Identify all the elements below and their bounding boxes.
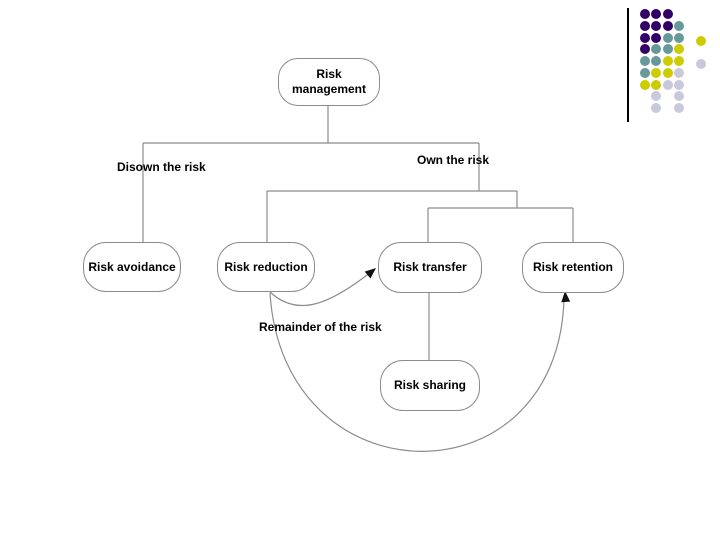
decor-dot (651, 44, 661, 54)
node-risk-management-label-line1: Risk (316, 67, 342, 81)
decor-dot (696, 36, 706, 46)
node-risk-sharing-label: Risk sharing (393, 378, 467, 392)
decor-dot (696, 59, 706, 69)
decor-dot (663, 56, 673, 66)
decor-dot (640, 9, 650, 19)
decor-dot (651, 103, 661, 113)
annotation-own-the-risk: Own the risk (417, 153, 490, 167)
decor-dot (651, 21, 661, 31)
decor-dot (663, 44, 673, 54)
decor-dot (640, 56, 650, 66)
decor-dot (674, 91, 684, 101)
node-risk-management-label-line2: management (291, 82, 367, 96)
decor-dot (640, 44, 650, 54)
decor-dot (640, 68, 650, 78)
decor-dot (663, 33, 673, 43)
node-risk-sharing: Risk sharing (380, 360, 480, 411)
decor-dot (640, 80, 650, 90)
node-risk-avoidance-label: Risk avoidance (88, 259, 176, 274)
node-risk-retention-label: Risk retention (532, 260, 613, 274)
decor-vertical-line (627, 8, 629, 122)
decor-dot (651, 33, 661, 43)
annotation-disown-the-risk: Disown the risk (117, 160, 206, 174)
node-risk-retention: Risk retention (522, 242, 624, 293)
retention-arc-curve (269, 292, 565, 452)
tree-connector-lines (142, 104, 574, 360)
annotation-remainder-of-the-risk: Remainder of the risk (259, 320, 382, 334)
decor-dot (651, 9, 661, 19)
decor-dot (663, 9, 673, 19)
decor-dot (674, 21, 684, 31)
decor-dot (663, 21, 673, 31)
node-risk-reduction-label: Risk reduction (224, 259, 308, 274)
decor-dot (663, 68, 673, 78)
decor-dot (674, 33, 684, 43)
arrowhead-to-risk-retention (561, 291, 571, 303)
decor-dot (674, 56, 684, 66)
decor-dot (651, 56, 661, 66)
remainder-curve (269, 271, 372, 307)
decor-dot (651, 80, 661, 90)
decor-dot (674, 68, 684, 78)
decor-dot (674, 103, 684, 113)
decor-dot (674, 44, 684, 54)
decor-dot (651, 68, 661, 78)
decor-dot (640, 33, 650, 43)
arrowhead-to-risk-transfer (364, 268, 376, 279)
node-risk-avoidance: Risk avoidance (83, 242, 181, 292)
decor-dot (663, 80, 673, 90)
node-risk-transfer: Risk transfer (378, 242, 482, 293)
decor-dot (640, 21, 650, 31)
node-risk-reduction: Risk reduction (217, 242, 315, 292)
node-risk-management: Risk management (278, 58, 380, 106)
decor-dot (674, 80, 684, 90)
decor-dot (651, 91, 661, 101)
node-risk-transfer-label: Risk transfer (393, 260, 467, 274)
